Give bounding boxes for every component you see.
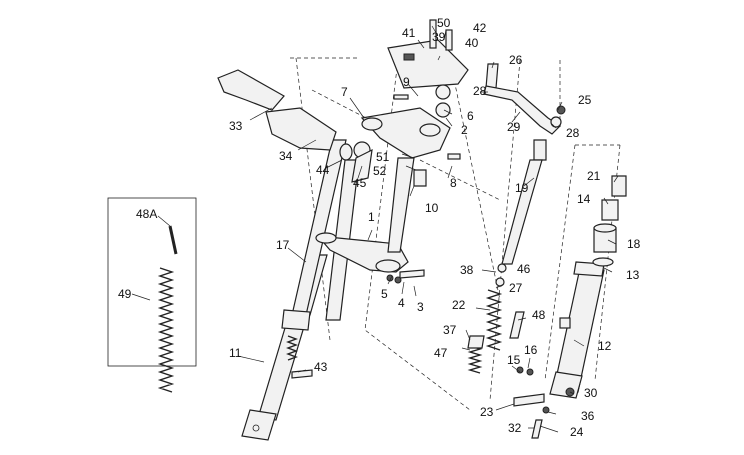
label-46: 46 [517,262,531,276]
leader-lines [237,25,619,433]
top-yoke [360,19,469,160]
label-52: 52 [373,164,387,178]
label-32: 32 [508,421,522,435]
right-fork-internals [467,63,627,439]
label-45: 45 [353,176,367,190]
label-24: 24 [570,425,584,439]
label-18: 18 [627,237,641,251]
label-48a: 48A [136,207,157,221]
label-51: 51 [376,150,390,164]
label-28a: 28 [473,84,487,98]
alignment-lines [290,57,621,411]
label-49: 49 [118,287,132,301]
label-41: 41 [402,26,416,40]
label-14: 14 [577,192,591,206]
label-8: 8 [450,176,457,190]
part-labels: 1 2 3 4 5 6 7 8 9 10 11 12 13 14 15 16 1… [118,16,641,439]
label-30: 30 [584,386,598,400]
label-25: 25 [578,93,592,107]
label-16: 16 [524,343,538,357]
label-44: 44 [316,163,330,177]
label-48: 48 [532,308,546,322]
label-9: 9 [403,75,410,89]
label-3: 3 [417,300,424,314]
label-23: 23 [480,405,494,419]
label-47: 47 [434,346,448,360]
label-22: 22 [452,298,466,312]
headlamp-bracket [217,69,373,183]
label-36: 36 [581,409,595,423]
label-37: 37 [443,323,457,337]
lower-yoke [315,157,427,284]
label-50: 50 [437,16,451,30]
label-42: 42 [473,21,487,35]
left-fork-leg [241,139,360,441]
label-7: 7 [341,85,348,99]
label-40: 40 [465,36,479,50]
inset-box [107,197,197,393]
label-5: 5 [381,287,388,301]
label-15: 15 [507,353,521,367]
inset-spring [157,267,175,393]
label-1: 1 [368,210,375,224]
label-43: 43 [314,360,328,374]
label-10: 10 [425,201,439,215]
label-34: 34 [279,149,293,163]
label-6: 6 [467,109,474,123]
label-17: 17 [276,238,290,252]
label-19: 19 [515,181,529,195]
label-38: 38 [460,263,474,277]
label-27: 27 [509,281,523,295]
label-29: 29 [507,120,521,134]
label-28b: 28 [566,126,580,140]
label-39: 39 [432,30,446,44]
label-13: 13 [626,268,640,282]
label-4: 4 [398,296,405,310]
label-21: 21 [587,169,601,183]
label-33: 33 [229,119,243,133]
label-2: 2 [461,123,468,137]
label-11: 11 [229,346,242,360]
label-26: 26 [509,53,523,67]
label-12: 12 [598,339,612,353]
